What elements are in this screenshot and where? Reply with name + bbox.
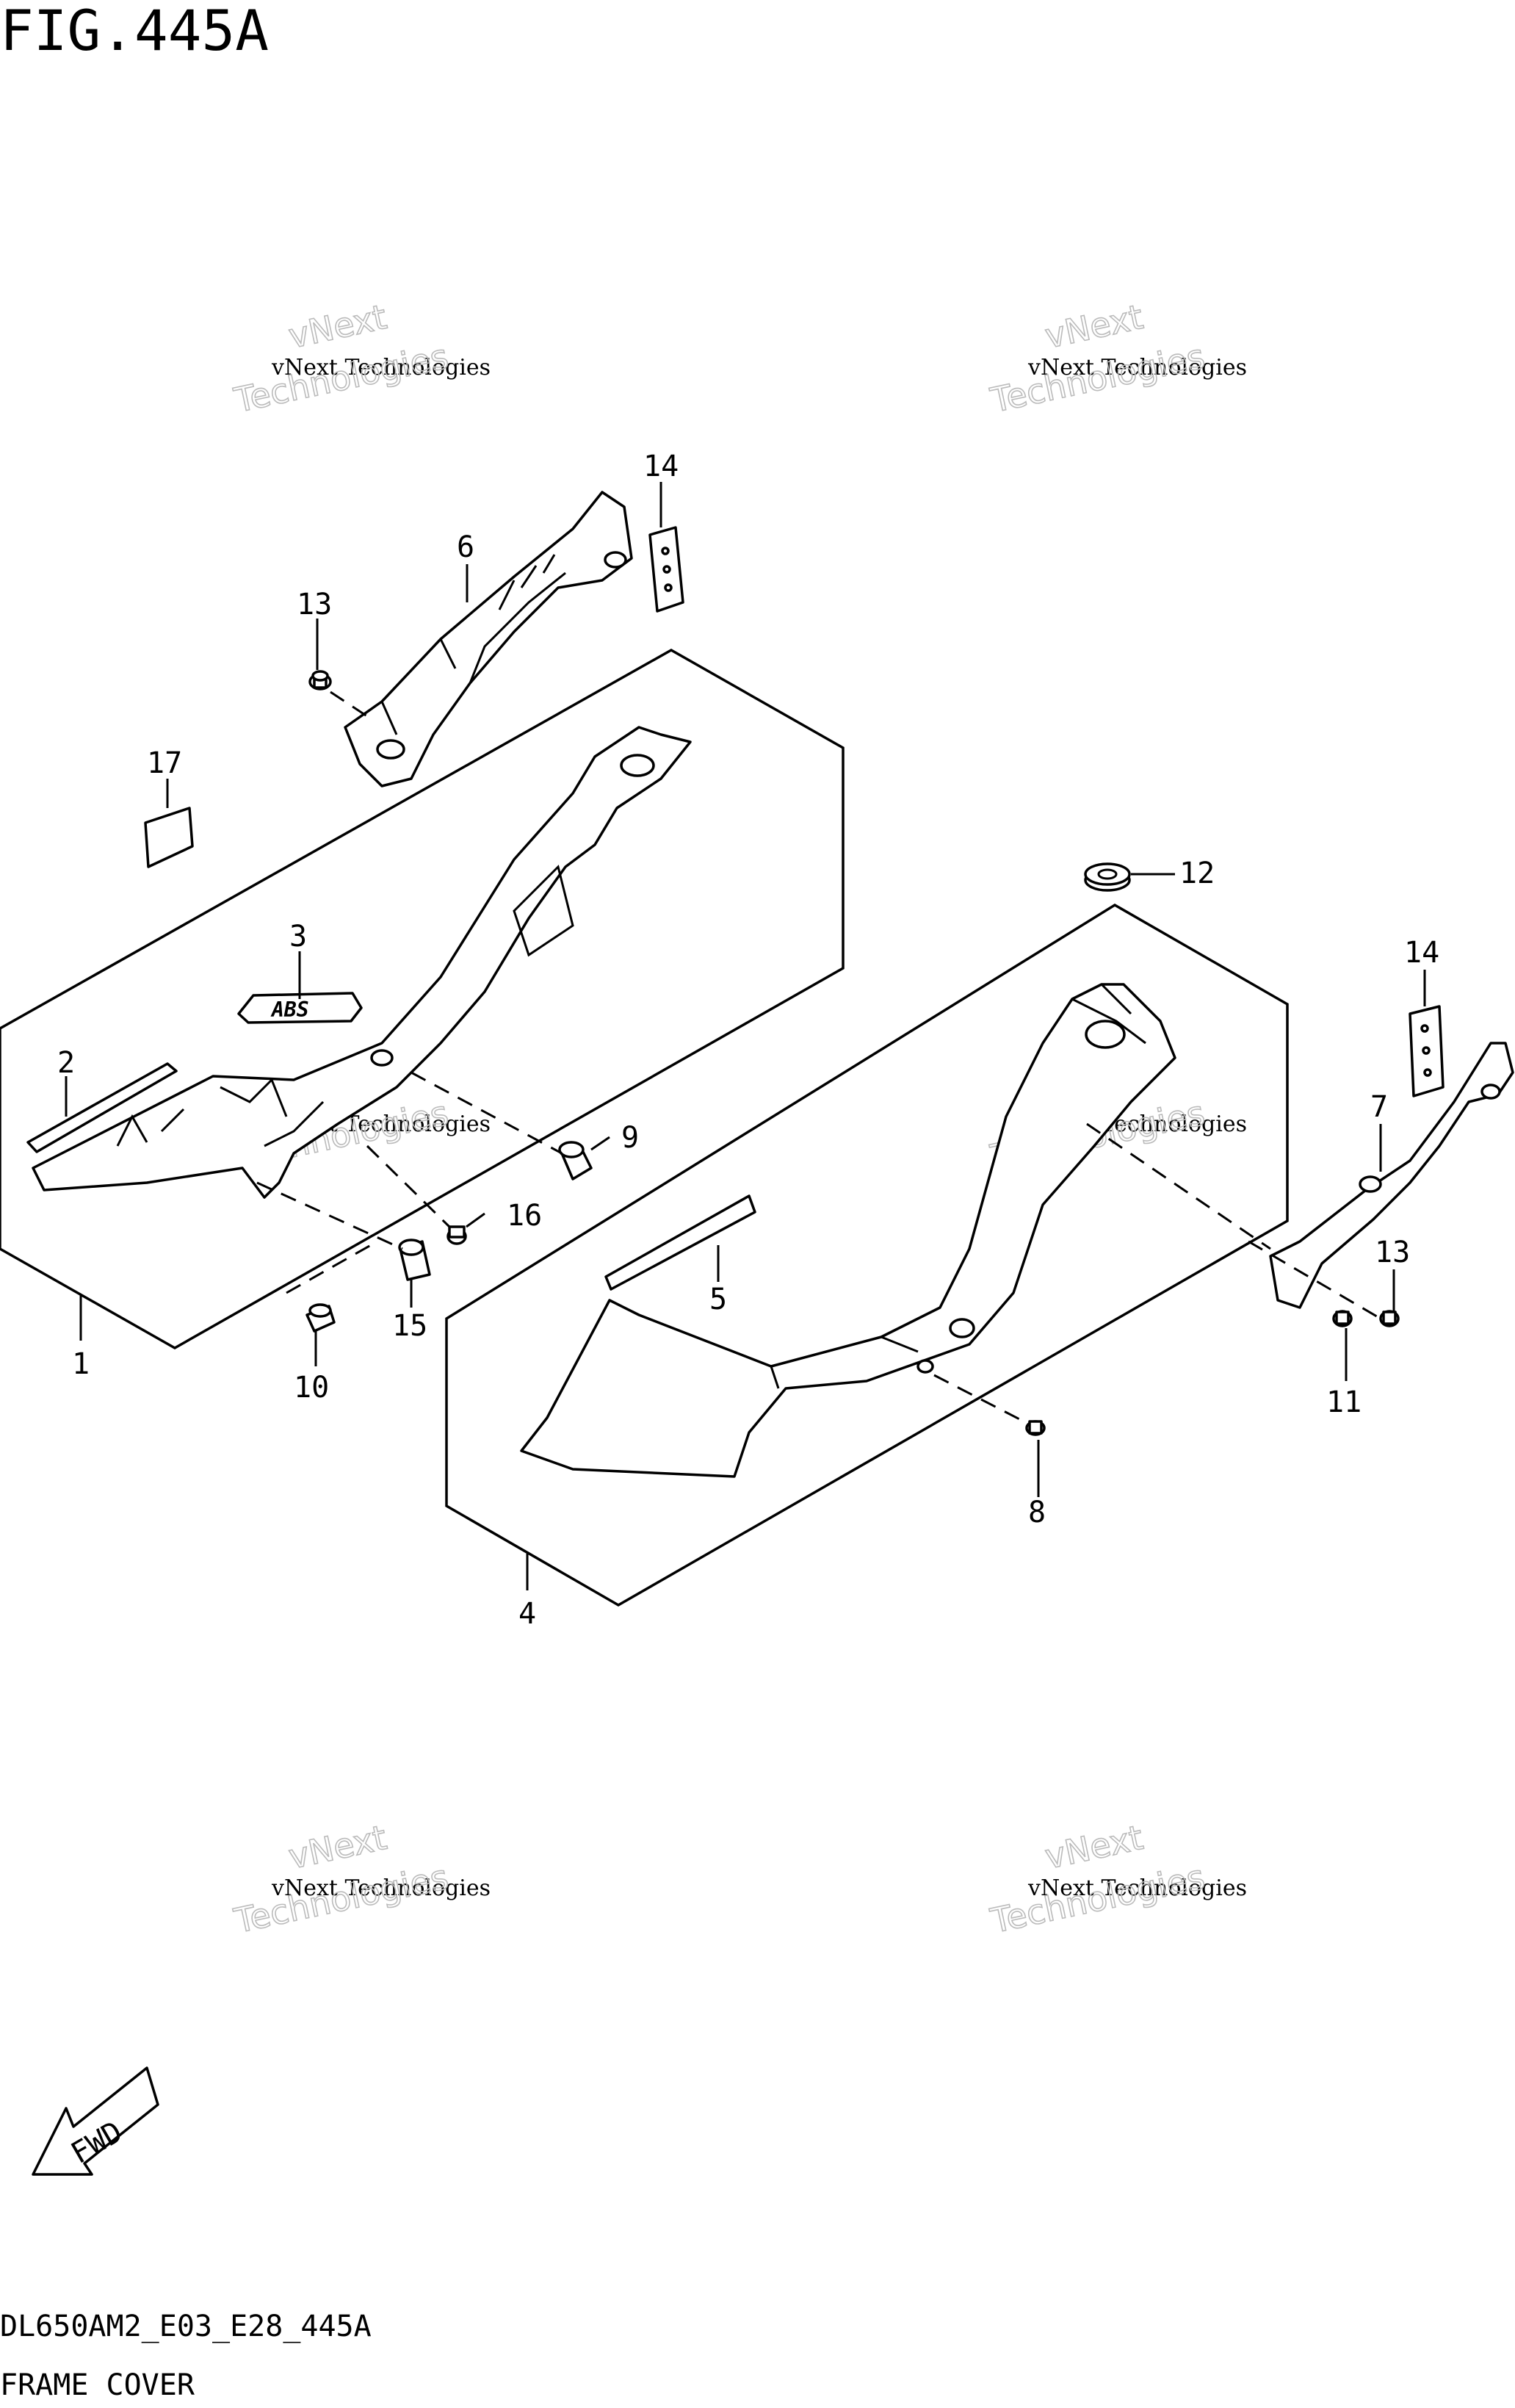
callouts: 1 2 3 4 5 6 7 8 9 10 11 12 13 13 14 14 1… (57, 450, 1439, 1631)
watermark-line1: vNext Technologies (271, 1875, 491, 1901)
part-14-plate (1409, 1005, 1445, 1097)
callout-12: 12 (1179, 857, 1215, 890)
leader-4-dash (1086, 1122, 1271, 1250)
watermark-line3: Technologies (231, 1857, 452, 1941)
watermark-line2: vNext (285, 1817, 390, 1877)
part-1-frame-cover (32, 726, 692, 1199)
watermark-line1: vNext Technologies (1027, 1875, 1247, 1901)
figure-title: FIG.445A (0, 0, 269, 63)
callout-15: 15 (392, 1309, 427, 1343)
callout-13: 13 (1375, 1236, 1410, 1269)
watermark-line2: vNext (1041, 1817, 1146, 1877)
part-4-frame-cover (520, 983, 1176, 1478)
callout-4: 4 (518, 1597, 536, 1631)
assembly-box-left (0, 648, 845, 1350)
leader-lines (65, 482, 1426, 1590)
leader-8-dash (933, 1374, 1029, 1425)
part-14-plate (648, 526, 684, 613)
part-13-screw (308, 670, 332, 691)
leader-16-dash (366, 1144, 451, 1228)
watermark-line2: vNext (285, 297, 390, 356)
part-10-clip (305, 1303, 336, 1333)
fwd-arrow-icon: FWD (32, 2066, 159, 2176)
part-12-grommet (1084, 862, 1131, 892)
callout-8: 8 (1028, 1496, 1046, 1529)
part-6-bracket (344, 491, 633, 787)
part-16-nut (446, 1225, 467, 1245)
part-7-bracket (1269, 1042, 1514, 1309)
part-2-strip (26, 1062, 178, 1153)
watermark-line1: vNext Technologies (1027, 355, 1247, 381)
callout-16: 16 (507, 1199, 542, 1233)
callout-13: 13 (297, 588, 332, 621)
part-9-grommet (558, 1141, 593, 1180)
callout-14: 14 (643, 450, 679, 483)
callout-5: 5 (709, 1283, 727, 1316)
leader-9-dash (411, 1071, 563, 1155)
callout-3: 3 (289, 920, 307, 954)
watermark-line3: Technologies (987, 1857, 1208, 1941)
leader-10-dash (286, 1244, 372, 1294)
leader-13-dash (330, 691, 368, 718)
part-5-strip (604, 1194, 756, 1291)
callout-2: 2 (57, 1046, 75, 1080)
callout-17: 17 (147, 746, 182, 780)
watermark-line1: vNext Technologies (271, 355, 491, 381)
assembly-box-right (445, 903, 1289, 1607)
callout-10: 10 (294, 1371, 329, 1405)
callout-9: 9 (621, 1121, 639, 1155)
part-15-collar (398, 1239, 431, 1281)
watermark-line2: vNext (1041, 297, 1146, 356)
part-3-emblem: ABS (237, 992, 363, 1024)
part-17-label (144, 807, 194, 868)
watermark-line3: Technologies (231, 336, 452, 420)
callout-7: 7 (1370, 1090, 1388, 1124)
figure-code: DL650AM2_E03_E28_445A (0, 2310, 372, 2343)
part-13-screw (1379, 1310, 1400, 1327)
leader-15-dash (256, 1181, 403, 1250)
emblem-text: ABS (270, 998, 309, 1022)
callout-14: 14 (1404, 936, 1439, 970)
callout-6: 6 (457, 530, 474, 564)
part-8-screw (1025, 1420, 1046, 1436)
callout-1: 1 (72, 1347, 90, 1381)
figure-caption: FRAME COVER (0, 2368, 195, 2402)
part-11-screw (1332, 1310, 1353, 1327)
watermark-line3: Technologies (987, 336, 1208, 420)
callout-11: 11 (1326, 1385, 1362, 1419)
